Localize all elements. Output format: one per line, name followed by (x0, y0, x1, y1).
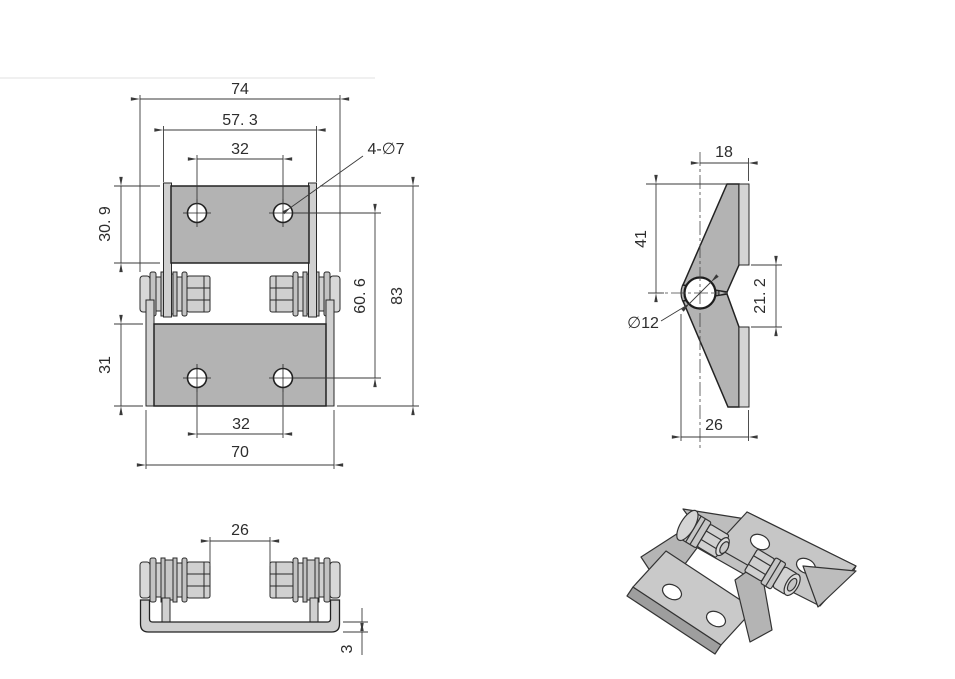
svg-text:83: 83 (389, 287, 406, 305)
dim-nut-clearance: 26 (200, 522, 280, 566)
bottom-right-knuckle (269, 557, 341, 603)
svg-text:32: 32 (232, 416, 250, 433)
side-lower-flange-edge (738, 326, 750, 408)
dim-hole-row-spacing: 60. 6 (294, 203, 381, 388)
isometric-view (626, 508, 857, 655)
svg-text:57. 3: 57. 3 (222, 112, 258, 129)
svg-text:3: 3 (339, 644, 356, 653)
iso-right-bolt (744, 549, 801, 597)
svg-text:18: 18 (715, 144, 733, 161)
dim-plate-thickness: 3 (339, 608, 368, 655)
dim-axis-to-back: 18 (690, 144, 758, 181)
svg-text:26: 26 (231, 522, 249, 539)
bottom-left-knuckle (139, 557, 211, 603)
svg-text:26: 26 (705, 417, 723, 434)
svg-text:70: 70 (231, 444, 249, 461)
side-upper-flange-edge (738, 183, 750, 266)
hole-callout: 4-∅7 (282, 141, 405, 215)
front-mounting-holes (183, 199, 297, 392)
svg-text:30. 9: 30. 9 (97, 206, 114, 242)
svg-text:∅12: ∅12 (627, 315, 659, 332)
dim-bottom-hole-pitch: 32 (187, 390, 293, 438)
dim-top-leaf-height: 30. 9 (97, 176, 160, 273)
front-lower-leaf (153, 323, 327, 407)
iso-upper-leaf (710, 511, 857, 608)
dim-overall-height: 83 (320, 176, 419, 416)
bottom-channel-plate (139, 599, 341, 633)
iso-lower-leaf (626, 550, 773, 655)
svg-text:32: 32 (231, 141, 249, 158)
dim-overall-width: 74 (130, 81, 350, 272)
svg-text:41: 41 (633, 230, 650, 248)
dim-axis-to-top: 41 (633, 174, 727, 303)
svg-text:74: 74 (231, 81, 249, 98)
front-lower-left-tab (145, 299, 155, 407)
bottom-view: 26 3 (139, 522, 368, 655)
pin-diameter-callout: ∅12 (627, 274, 719, 332)
bottom-left-tab (161, 597, 171, 625)
side-upper-leaf (681, 183, 740, 293)
dim-mid-gap: 21. 2 (751, 255, 782, 337)
bottom-right-tab (309, 597, 319, 625)
svg-text:21. 2: 21. 2 (752, 278, 769, 314)
dim-bottom-leaf-width: 70 (136, 410, 344, 469)
side-view: 18 41 ∅12 21. 2 26 (627, 144, 782, 448)
front-view: 74 57. 3 32 4-∅7 30. 9 (97, 81, 419, 469)
dim-top-hole-pitch: 32 (187, 141, 293, 204)
iso-left-bolt (676, 509, 730, 558)
side-lower-leaf (681, 293, 740, 408)
svg-text:31: 31 (97, 356, 114, 374)
front-lower-right-tab (325, 299, 335, 407)
svg-text:60. 6: 60. 6 (352, 278, 369, 314)
dim-overall-depth: 26 (671, 314, 758, 441)
svg-text:4-∅7: 4-∅7 (367, 141, 404, 158)
dim-flange-outer-width: 57. 3 (154, 112, 326, 182)
dim-bottom-leaf-height: 31 (97, 314, 143, 416)
front-upper-leaf (170, 185, 310, 264)
